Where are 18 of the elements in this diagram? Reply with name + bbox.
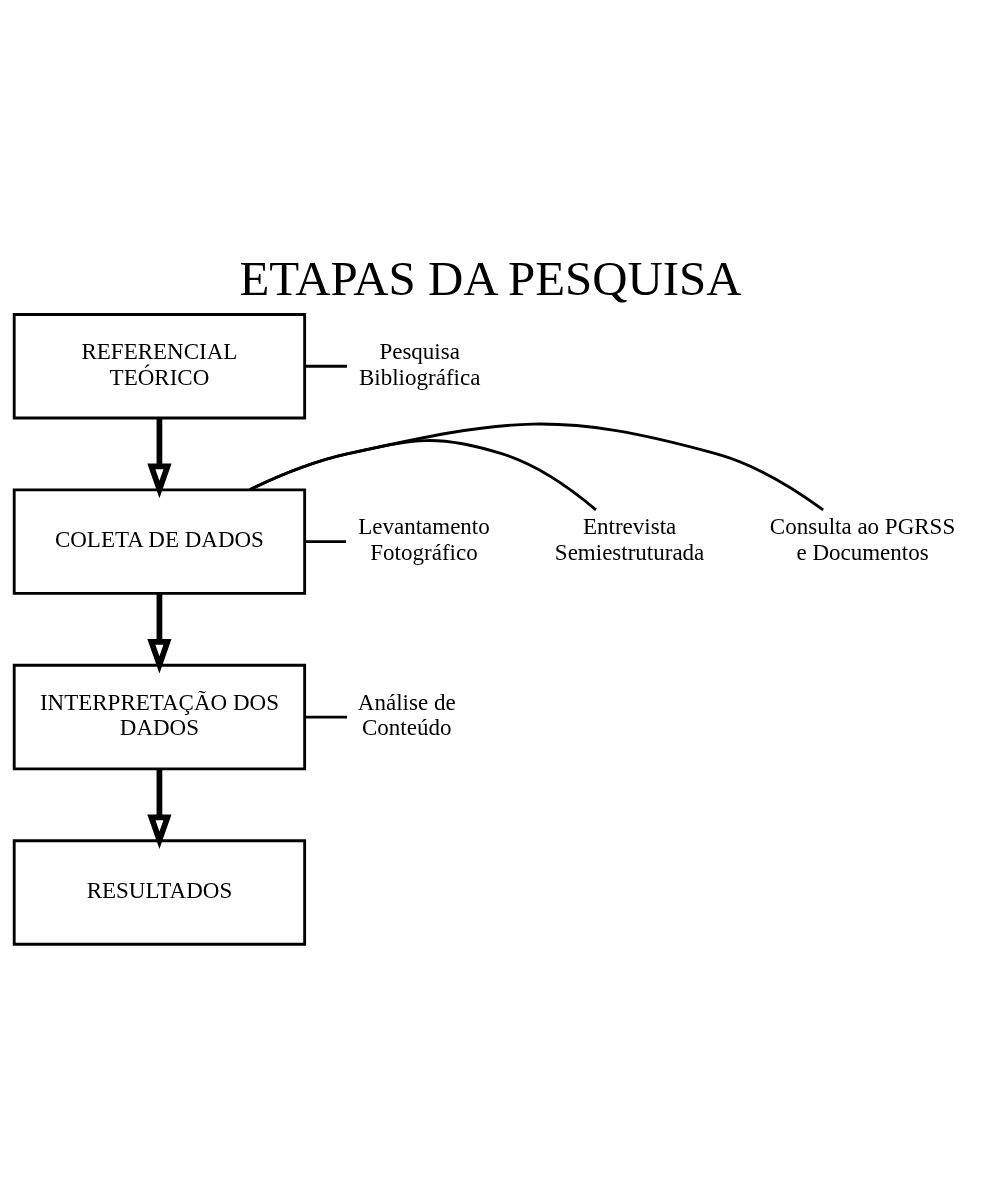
- arrow: [147, 417, 172, 498]
- connector: [304, 715, 348, 718]
- arrow: [147, 592, 172, 674]
- connector: [249, 438, 597, 511]
- diagram-title: ETAPAS DA PESQUISA: [239, 250, 742, 306]
- connector: [304, 364, 347, 368]
- node-box: INTERPRETAÇÃO DOS DADOS: [12, 663, 307, 770]
- arrow: [147, 768, 172, 849]
- node-box: REFERENCIAL TEÓRICO: [12, 312, 307, 419]
- node-box: COLETA DE DADOS: [12, 487, 307, 595]
- node-text: Análise de Conteúdo: [357, 689, 456, 740]
- connector: [305, 539, 346, 543]
- node-text: Levantamento Fotográfico: [358, 513, 490, 565]
- node-text: Entrevista Semiestruturada: [554, 513, 705, 565]
- node-text: Pesquisa Bibliográfica: [359, 338, 481, 390]
- node-text: Consulta ao PGRSS e Documentos: [769, 513, 956, 565]
- node-box: RESULTADOS: [12, 838, 307, 946]
- connector: [249, 422, 824, 511]
